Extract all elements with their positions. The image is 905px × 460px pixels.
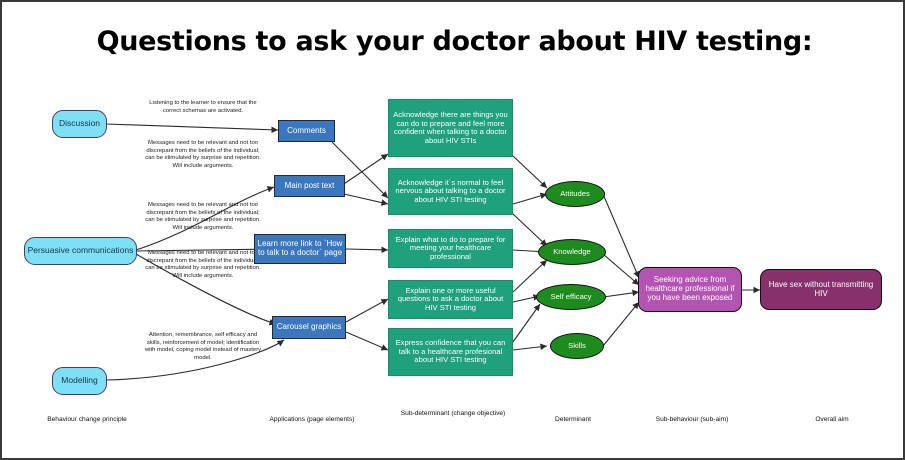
edge-attitudes-seeking	[602, 193, 640, 279]
subdeterminant-4-label: Explain one or more useful questions to …	[397, 285, 504, 312]
column-label-sub-determinant: Sub-determinant (change objective)	[400, 410, 506, 417]
application-carousel-label: Carousel graphics	[276, 322, 342, 332]
column-label-applications: Applications (page elements)	[269, 416, 355, 423]
edge-mainpost-sd2	[343, 193, 389, 206]
subdeterminant-acknowledge-nervous[interactable]: Acknowledge it`s normal to feel nervous …	[388, 168, 513, 215]
subdeterminant-express-confidence[interactable]: Express confidence that you can talk to …	[388, 328, 513, 376]
application-learnmore-label: Learn more link to `How to talk to a doc…	[257, 239, 343, 257]
subdeterminant-acknowledge-prepare[interactable]: Acknowledge there are things you can do …	[388, 99, 513, 157]
application-learn-more-link[interactable]: Learn more link to `How to talk to a doc…	[254, 234, 346, 264]
application-comments-label: Comments	[287, 125, 326, 135]
edge-comments-sd2	[331, 141, 389, 199]
edge-skills-seeking	[602, 301, 640, 347]
column-label-determinant: Determinant	[555, 416, 591, 423]
overall-aim-have-sex-without-transmitting-hiv[interactable]: Have sex without transmitting HIV	[760, 269, 882, 310]
edge-sd2-knowledge	[512, 213, 548, 247]
column-label-overall-aim: Overall aim	[815, 416, 849, 423]
edge-sd5-selfefficacy	[512, 303, 541, 343]
principle-modelling-label: Modelling	[61, 375, 98, 386]
subdeterminant-explain-prepare[interactable]: Explain what to do to prepare for meetin…	[388, 229, 513, 268]
determinant-self-efficacy[interactable]: Self efficacy	[536, 284, 606, 310]
determinant-knowledge-label: Knowledge	[553, 246, 591, 256]
edge-sd1-attitudes	[512, 155, 548, 189]
subdeterminant-3-label: Explain what to do to prepare for meetin…	[395, 234, 506, 261]
edge-discussion-comments	[105, 123, 279, 134]
application-comments[interactable]: Comments	[278, 120, 335, 142]
annotation-discussion: Listening to the learner to ensure that …	[149, 100, 257, 114]
edge-learnmore-sd3	[345, 246, 389, 254]
annotation-persuasive-1: Messages need to be relevant and not too…	[145, 140, 261, 169]
edge-persuasive-mainpost	[135, 186, 275, 251]
subbehaviour-label: Seeking advice from healthcare professio…	[645, 275, 735, 302]
determinant-attitudes[interactable]: Attitudes	[545, 181, 605, 207]
subdeterminant-5-label: Express confidence that you can talk to …	[395, 338, 506, 365]
edge-sd2-attitudes	[512, 192, 548, 205]
principle-discussion-label: Discussion	[58, 118, 101, 129]
application-main-post-text[interactable]: Main post text	[274, 175, 345, 197]
edge-sd5-skills	[512, 343, 548, 351]
overall-aim-label: Have sex without transmitting HIV	[768, 279, 874, 298]
principle-discussion[interactable]: Discussion	[52, 110, 107, 138]
edge-sd4-selfefficacy	[512, 294, 541, 303]
edge-carousel-sd5	[345, 331, 389, 351]
annotation-modelling: Attention, remembrance, self efficacy an…	[144, 332, 262, 361]
determinant-skills-label: Skills	[568, 340, 586, 350]
edge-modelling-carousel	[105, 339, 285, 381]
application-mainpost-label: Main post text	[284, 180, 335, 190]
column-label-behaviour-change-principle: Behaviour change principle	[47, 416, 127, 423]
determinant-attitudes-label: Attitudes	[560, 188, 590, 198]
determinant-skills[interactable]: Skills	[550, 333, 604, 359]
annotation-persuasive-3: Messages need to be relevant and not too…	[145, 250, 261, 279]
edge-persuasive-carousel	[135, 253, 277, 326]
subbehaviour-seeking-advice[interactable]: Seeking advice from healthcare professio…	[638, 267, 742, 312]
subdeterminant-2-label: Acknowledge it`s normal to feel nervous …	[395, 177, 506, 204]
principle-modelling[interactable]: Modelling	[52, 367, 107, 395]
edge-knowledge-seeking	[602, 253, 640, 286]
determinant-selfefficacy-label: Self efficacy	[550, 291, 592, 301]
edge-persuasive-learnmore	[135, 245, 275, 253]
determinant-knowledge[interactable]: Knowledge	[538, 239, 606, 265]
principle-persuasive-label: Persuasive communications	[27, 245, 134, 256]
edge-carousel-sd4	[345, 298, 389, 323]
principle-persuasive-communications[interactable]: Persuasive communications	[24, 237, 137, 265]
subdeterminant-explain-questions[interactable]: Explain one or more useful questions to …	[388, 280, 513, 319]
edge-sd4-knowledge	[512, 259, 548, 293]
column-label-sub-behaviour: Sub-behaviour (sub-aim)	[655, 416, 729, 423]
page-title: Questions to ask your doctor about HIV t…	[96, 26, 813, 57]
application-carousel-graphics[interactable]: Carousel graphics	[272, 316, 346, 339]
subdeterminant-1-label: Acknowledge there are things you can do …	[393, 110, 508, 145]
annotation-persuasive-2: Messages need to be relevant and not too…	[145, 202, 261, 231]
